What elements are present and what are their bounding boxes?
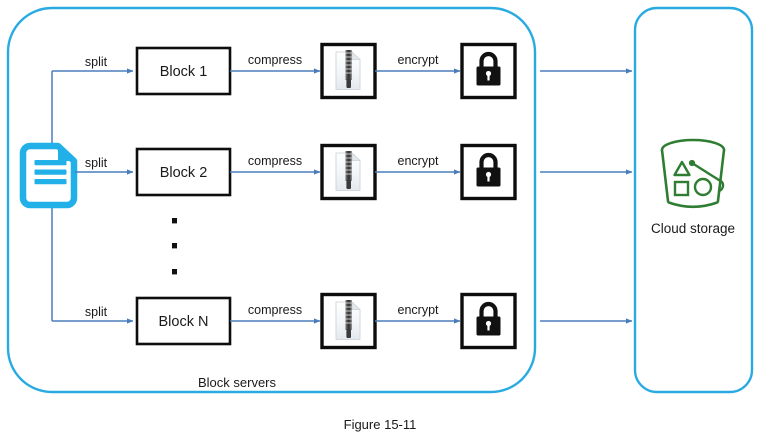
split-label-1: split xyxy=(85,55,108,69)
block-servers-container xyxy=(6,6,537,394)
encrypt-label-2: encrypt xyxy=(398,154,440,168)
pipeline-row-3: split Block N compress xyxy=(75,292,633,350)
pipeline-row-2: split Block 2 compress xyxy=(75,143,633,201)
compressed-file-icon-3 xyxy=(320,292,377,350)
compress-label-3: compress xyxy=(248,303,302,317)
block-servers-label: Block servers xyxy=(198,375,277,390)
compress-label-2: compress xyxy=(248,154,302,168)
block-label-3: Block N xyxy=(159,314,209,330)
lock-icon-3 xyxy=(460,292,517,350)
compress-label-1: compress xyxy=(248,53,302,67)
vertical-dots-icon xyxy=(172,218,177,275)
compressed-file-icon-2 xyxy=(320,143,377,201)
pipeline-row-1: split Block 1 compress xyxy=(75,42,633,100)
block-box-1 xyxy=(135,46,232,96)
split-label-2: split xyxy=(85,156,108,170)
cloud-storage-label: Cloud storage xyxy=(651,221,735,236)
figure-caption: Figure 15-11 xyxy=(344,417,417,432)
encrypt-label-3: encrypt xyxy=(398,303,440,317)
compressed-file-icon-1 xyxy=(320,42,377,100)
encrypt-label-1: encrypt xyxy=(398,53,440,67)
lock-icon-2 xyxy=(460,143,517,201)
split-label-3: split xyxy=(85,305,108,319)
block-label-2: Block 2 xyxy=(160,165,208,181)
lock-icon-1 xyxy=(460,42,517,100)
source-document-icon xyxy=(19,142,78,209)
block-label-1: Block 1 xyxy=(160,64,208,80)
storage-bucket-icon xyxy=(660,138,726,208)
